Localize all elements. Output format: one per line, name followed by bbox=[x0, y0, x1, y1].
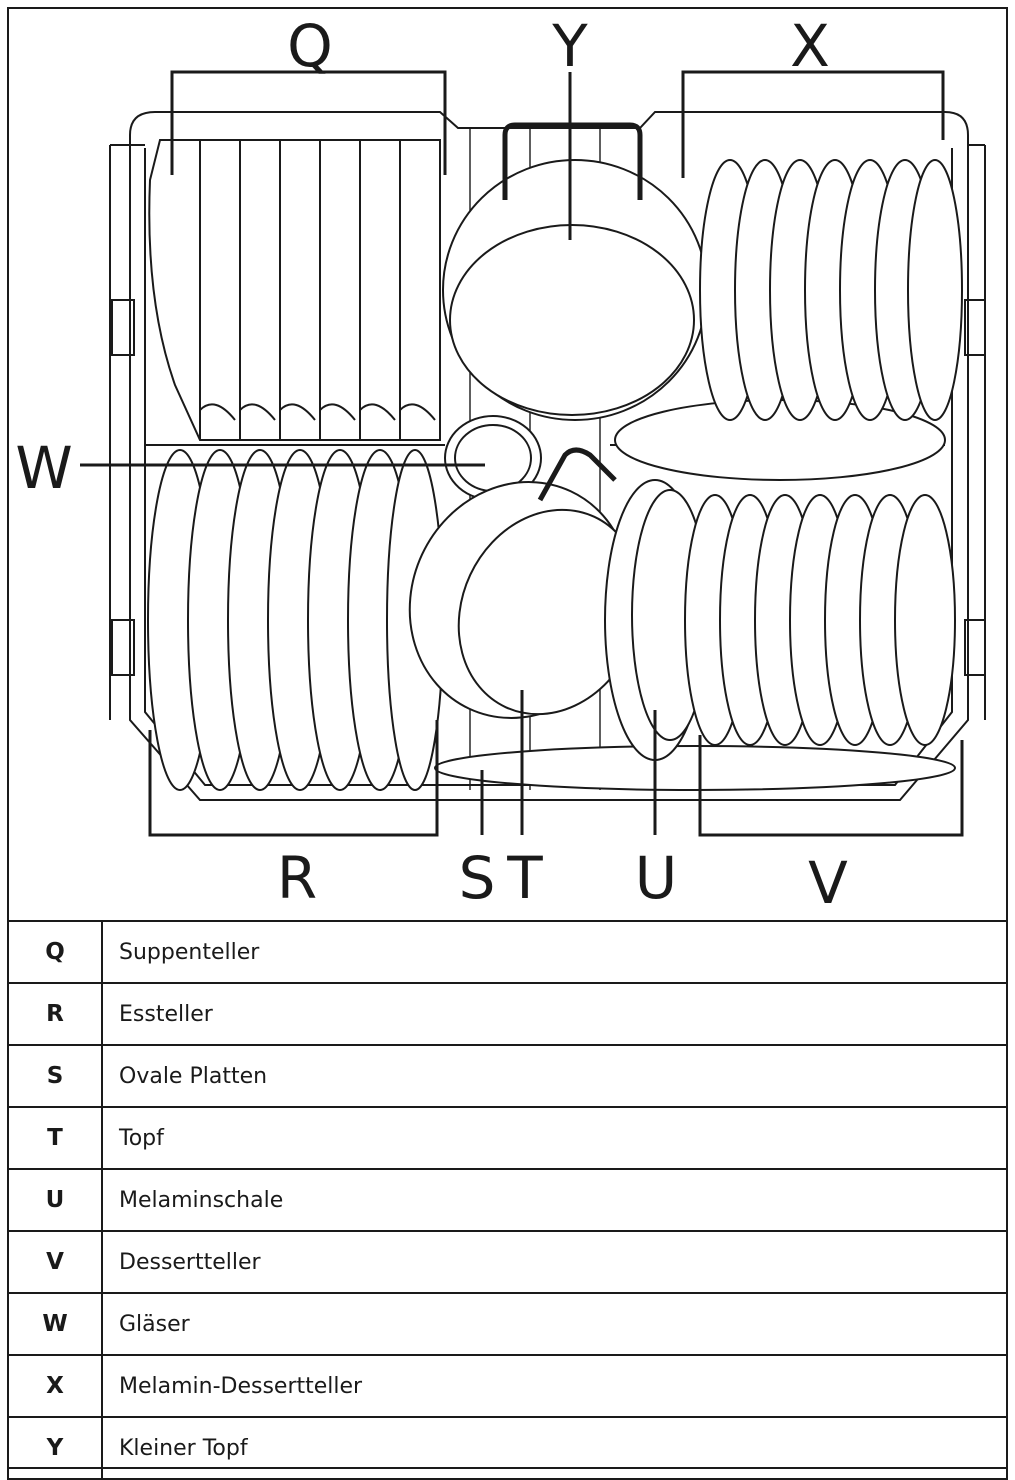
legend-label: Kleiner Topf bbox=[101, 1416, 1008, 1480]
bracket-x bbox=[681, 70, 945, 178]
legend-key: U bbox=[7, 1168, 103, 1232]
legend-row: Q Suppenteller bbox=[7, 920, 1008, 984]
legend-key: R bbox=[7, 982, 103, 1046]
dishwasher-loading-diagram: Q Y X W R S T U V bbox=[15, 12, 986, 917]
legend-key: Y bbox=[7, 1416, 103, 1480]
soup-plates-q bbox=[148, 139, 441, 441]
callout-t: T bbox=[506, 844, 543, 912]
legend-row: Y Kleiner Topf bbox=[7, 1416, 1008, 1480]
legend-key: T bbox=[7, 1106, 103, 1170]
legend-table: Q Suppenteller R Essteller S Ovale Platt… bbox=[7, 920, 1008, 1480]
callout-u: U bbox=[635, 844, 677, 912]
rack-frame bbox=[129, 111, 969, 801]
legend-key: Q bbox=[7, 920, 103, 984]
callout-r: R bbox=[277, 844, 317, 912]
small-pot-y bbox=[442, 122, 708, 421]
dessert-plates-v bbox=[684, 494, 956, 746]
legend-label: Dessertteller bbox=[101, 1230, 1008, 1294]
legend-row: V Dessertteller bbox=[7, 1230, 1008, 1294]
legend-row: X Melamin-Dessertteller bbox=[7, 1354, 1008, 1418]
legend-label: Essteller bbox=[101, 982, 1008, 1046]
callout-s: S bbox=[459, 844, 496, 912]
bracket-r bbox=[148, 720, 439, 837]
legend-label: Ovale Platten bbox=[101, 1044, 1008, 1108]
callout-q: Q bbox=[287, 12, 333, 80]
legend-label: Melaminschale bbox=[101, 1168, 1008, 1232]
callout-x: X bbox=[790, 12, 830, 80]
bracket-v bbox=[698, 735, 964, 837]
legend-label: Suppenteller bbox=[101, 920, 1008, 984]
oval-platter-s bbox=[434, 745, 956, 791]
legend-row: U Melaminschale bbox=[7, 1168, 1008, 1232]
legend-key: X bbox=[7, 1354, 103, 1418]
callout-y: Y bbox=[551, 12, 588, 80]
legend-row: T Topf bbox=[7, 1106, 1008, 1170]
legend-key: V bbox=[7, 1230, 103, 1294]
legend-row: W Gläser bbox=[7, 1292, 1008, 1356]
bracket-q bbox=[170, 70, 447, 175]
legend-key: W bbox=[7, 1292, 103, 1356]
legend-label: Topf bbox=[101, 1106, 1008, 1170]
callout-v: V bbox=[808, 849, 848, 917]
legend-label: Melamin-Dessertteller bbox=[101, 1354, 1008, 1418]
melamine-dessert-plates-x bbox=[614, 159, 963, 481]
legend-row: R Essteller bbox=[7, 982, 1008, 1046]
dinner-plates-r bbox=[147, 449, 444, 791]
pot-t bbox=[408, 447, 643, 719]
legend-label: Gläser bbox=[101, 1292, 1008, 1356]
legend-key: S bbox=[7, 1044, 103, 1108]
legend-row: S Ovale Platten bbox=[7, 1044, 1008, 1108]
callout-w: W bbox=[15, 434, 72, 502]
